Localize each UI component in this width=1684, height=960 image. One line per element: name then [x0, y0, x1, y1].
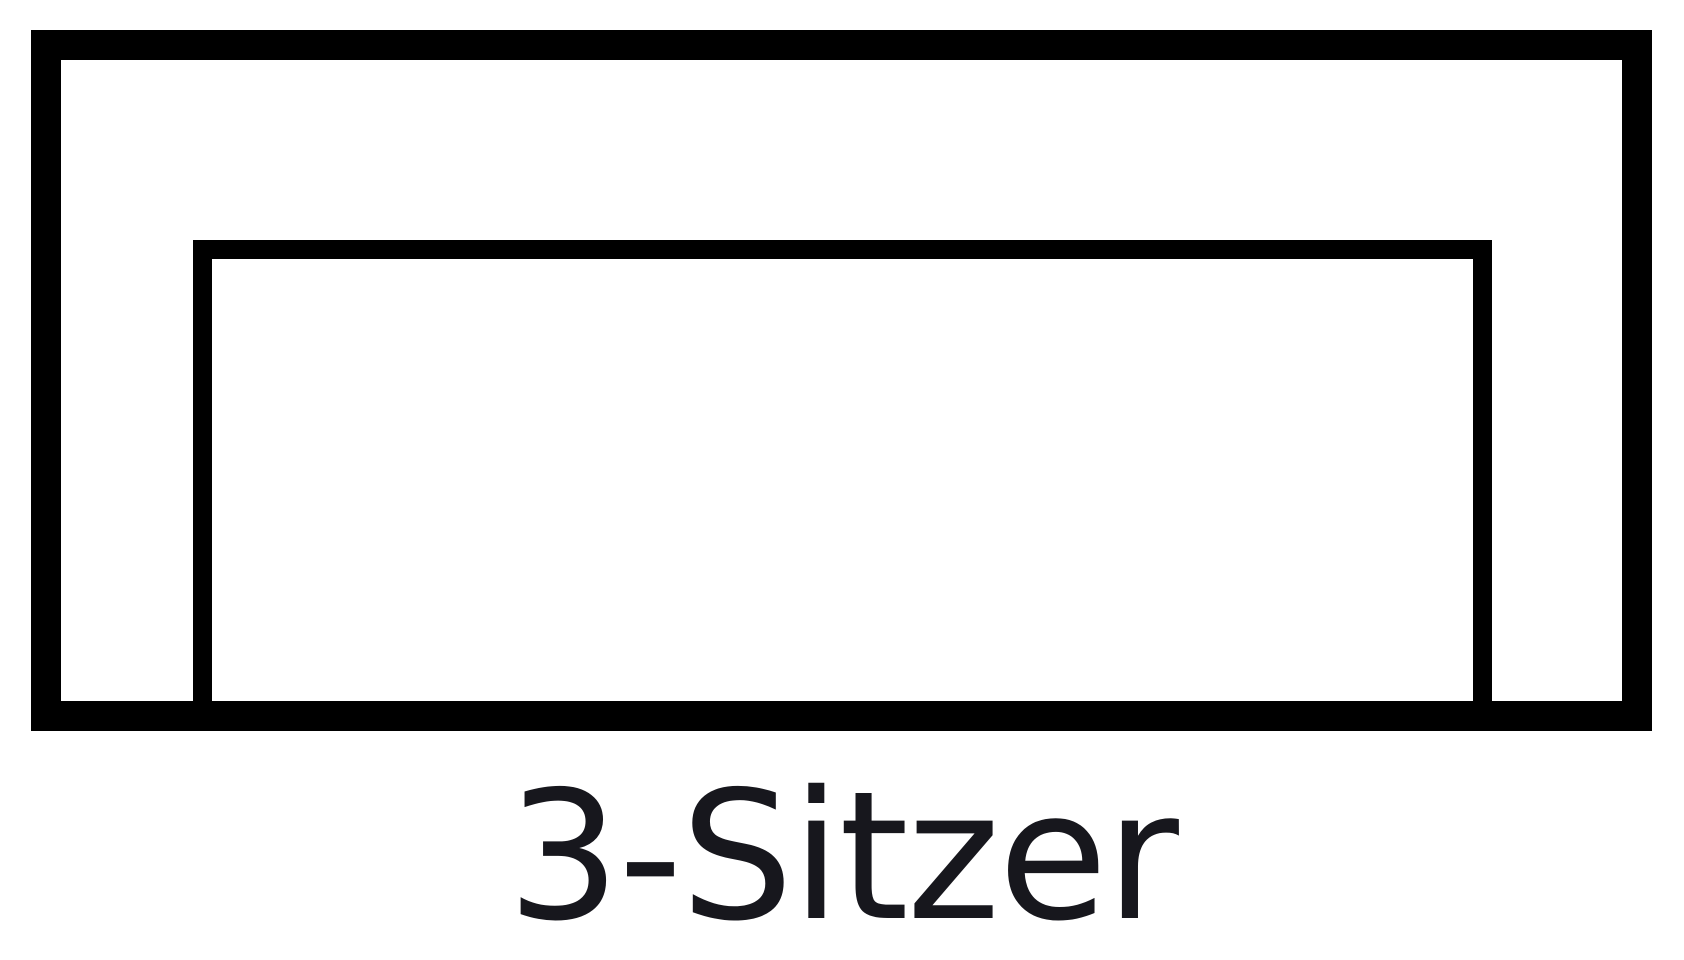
sofa-outline-svg	[31, 30, 1652, 731]
sofa-variant-label: 3-Sitzer	[507, 753, 1179, 960]
sofa-3-seater-pictogram	[31, 30, 1652, 731]
sofa-outer-frame-shape	[31, 30, 1652, 731]
sofa-seat-area-shape	[193, 240, 1492, 710]
